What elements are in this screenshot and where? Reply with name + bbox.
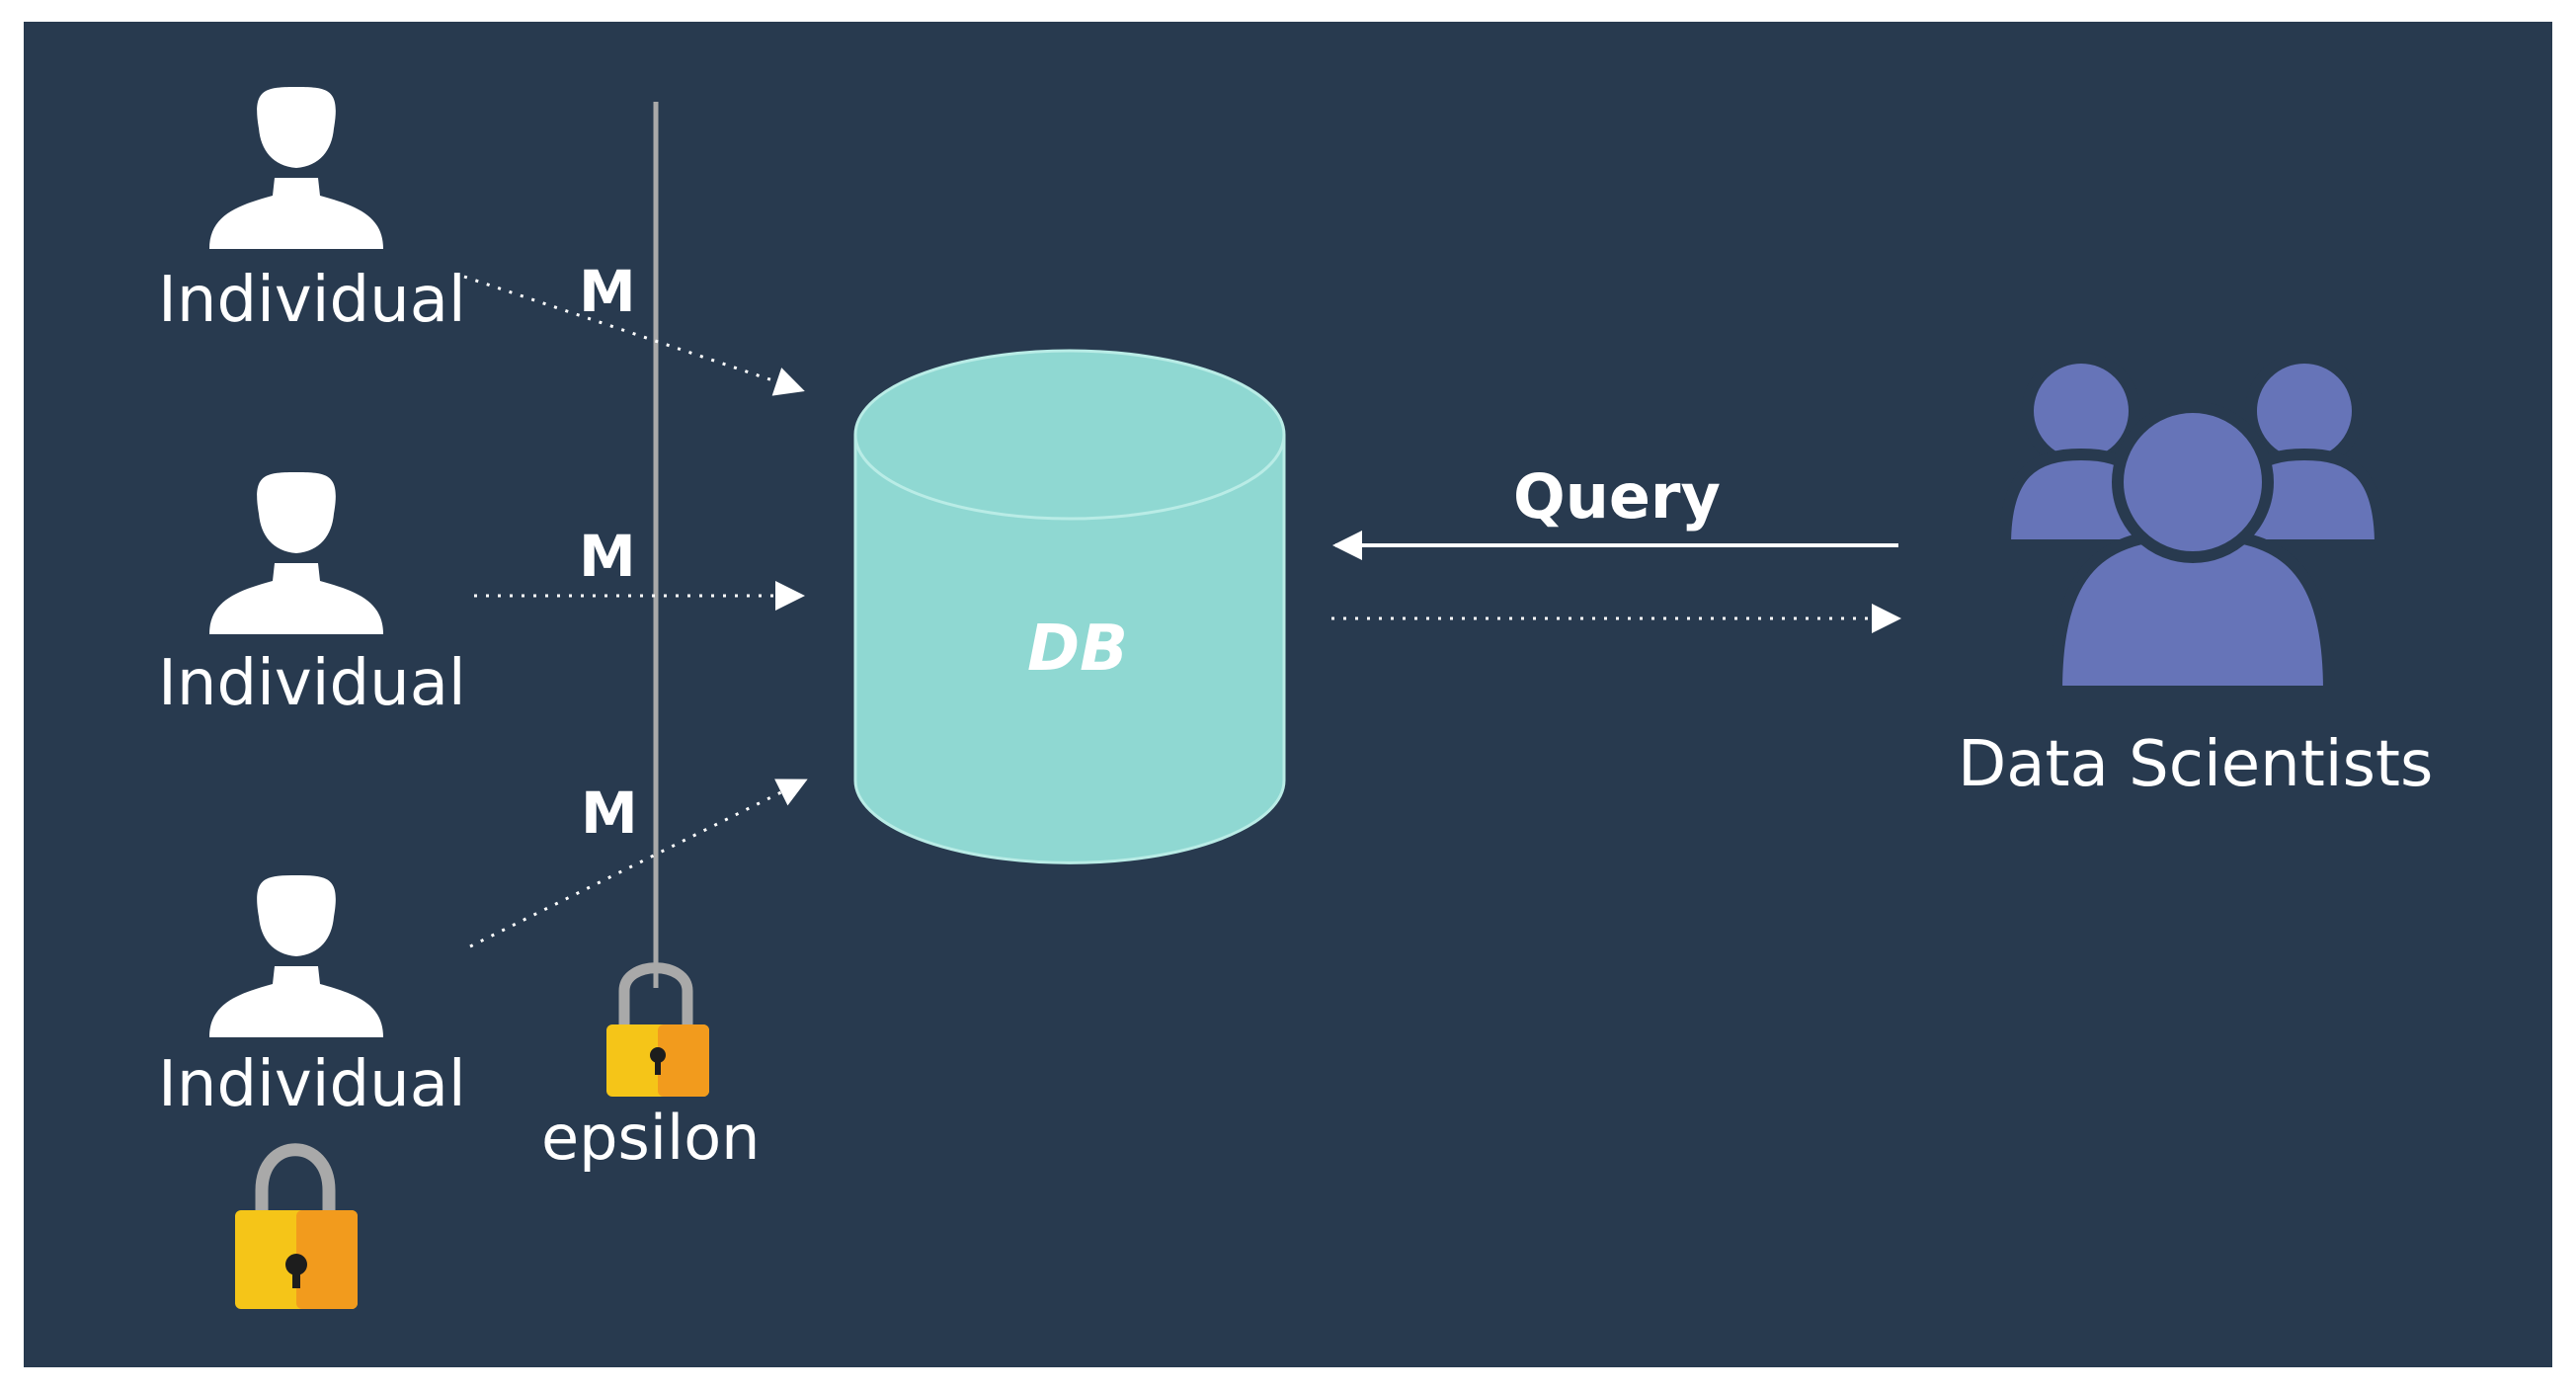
person-icon-2 [209, 472, 383, 634]
data-scientists-label: Data Scientists [1958, 728, 2434, 801]
individual-label-1: Individual [158, 264, 466, 337]
epsilon-label: epsilon [541, 1102, 761, 1174]
mechanism-label-3: M [581, 779, 638, 847]
query-label: Query [1513, 460, 1721, 532]
individual-to-db-arrow-1 [463, 275, 805, 396]
group-icon [1998, 352, 2387, 697]
individual-label-3: Individual [158, 1048, 466, 1121]
database-label: DB [1027, 613, 1128, 686]
person-icon-1 [209, 87, 383, 249]
individual-label-2: Individual [158, 647, 466, 720]
person-icon-3 [209, 875, 383, 1037]
database-cylinder-icon [853, 349, 1286, 864]
open-padlock-icon [606, 962, 709, 1097]
padlock-icon [235, 1143, 358, 1309]
mechanism-label-2: M [579, 523, 636, 590]
mechanism-label-1: M [579, 258, 636, 325]
